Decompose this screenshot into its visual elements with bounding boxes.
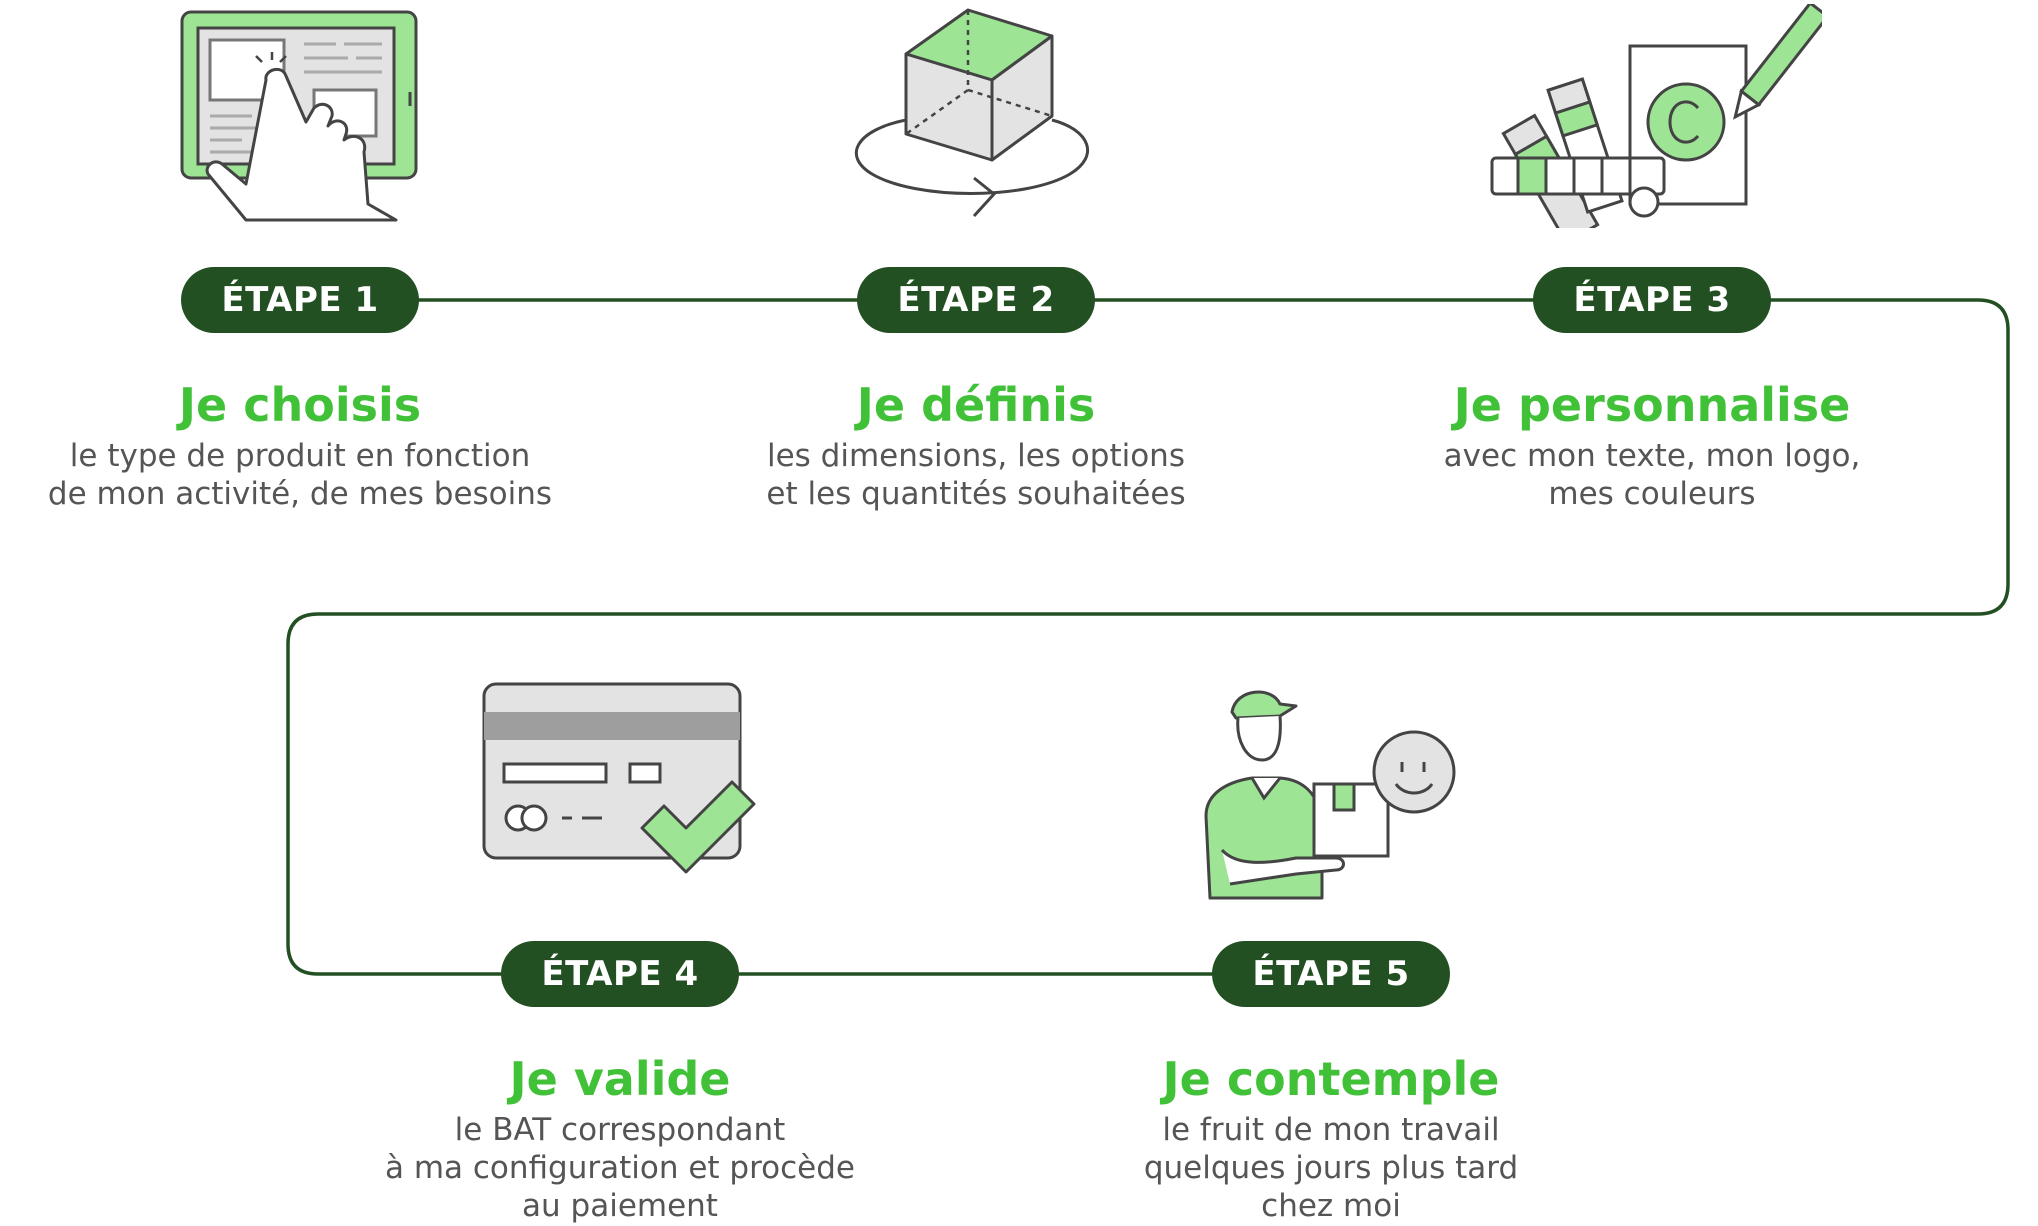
step-4-description-line: au paiement bbox=[522, 1188, 718, 1224]
step-5-description: le fruit de mon travail quelques jours p… bbox=[951, 1111, 1711, 1225]
credit-card-check-icon bbox=[482, 682, 756, 874]
step-2-description-line: et les quantités souhaitées bbox=[766, 476, 1186, 512]
step-2-description-line: les dimensions, les options bbox=[766, 438, 1185, 474]
step-5-badge: ÉTAPE 5 bbox=[1212, 941, 1450, 1007]
step-2-badge: ÉTAPE 2 bbox=[857, 267, 1095, 333]
step-3-title: Je personnalise bbox=[1453, 378, 1851, 432]
step-1: ÉTAPE 1 Je choisis le type de produit en… bbox=[0, 267, 680, 513]
step-3: ÉTAPE 3 Je personnalise avec mon texte, … bbox=[1272, 267, 2032, 513]
step-4-description-line: à ma configuration et procède bbox=[384, 1150, 856, 1186]
delivery-person-icon bbox=[1204, 690, 1456, 900]
step-1-description-line: le type de produit en fonction bbox=[69, 438, 531, 474]
step-1-description-line: de mon activité, de mes besoins bbox=[47, 476, 553, 512]
step-3-description-line: avec mon texte, mon logo, bbox=[1443, 438, 1861, 474]
step-2: ÉTAPE 2 Je définis les dimensions, les o… bbox=[596, 267, 1356, 513]
tablet-touch-icon bbox=[180, 10, 418, 222]
rotating-cube-icon bbox=[854, 8, 1089, 218]
color-swatch-pencil-icon bbox=[1490, 4, 1822, 228]
step-4-description: le BAT correspondant à ma configuration … bbox=[240, 1111, 1000, 1225]
step-5-description-line: quelques jours plus tard bbox=[1143, 1150, 1519, 1186]
step-2-description: les dimensions, les options et les quant… bbox=[596, 437, 1356, 513]
step-5: ÉTAPE 5 Je contemple le fruit de mon tra… bbox=[951, 941, 1711, 1225]
step-4-description-line: le BAT correspondant bbox=[454, 1112, 786, 1148]
step-3-description: avec mon texte, mon logo, mes couleurs bbox=[1272, 437, 2032, 513]
step-1-badge: ÉTAPE 1 bbox=[181, 267, 419, 333]
step-4-title: Je valide bbox=[509, 1052, 731, 1106]
step-1-title: Je choisis bbox=[178, 378, 422, 432]
step-4-badge: ÉTAPE 4 bbox=[501, 941, 739, 1007]
step-3-badge: ÉTAPE 3 bbox=[1533, 267, 1771, 333]
step-1-description: le type de produit en fonction de mon ac… bbox=[0, 437, 680, 513]
step-5-title: Je contemple bbox=[1162, 1052, 1500, 1106]
step-2-title: Je définis bbox=[856, 378, 1096, 432]
step-3-description-line: mes couleurs bbox=[1548, 476, 1756, 512]
step-5-description-line: chez moi bbox=[1261, 1188, 1401, 1224]
step-5-description-line: le fruit de mon travail bbox=[1162, 1112, 1500, 1148]
step-4: ÉTAPE 4 Je valide le BAT correspondant à… bbox=[240, 941, 1000, 1225]
